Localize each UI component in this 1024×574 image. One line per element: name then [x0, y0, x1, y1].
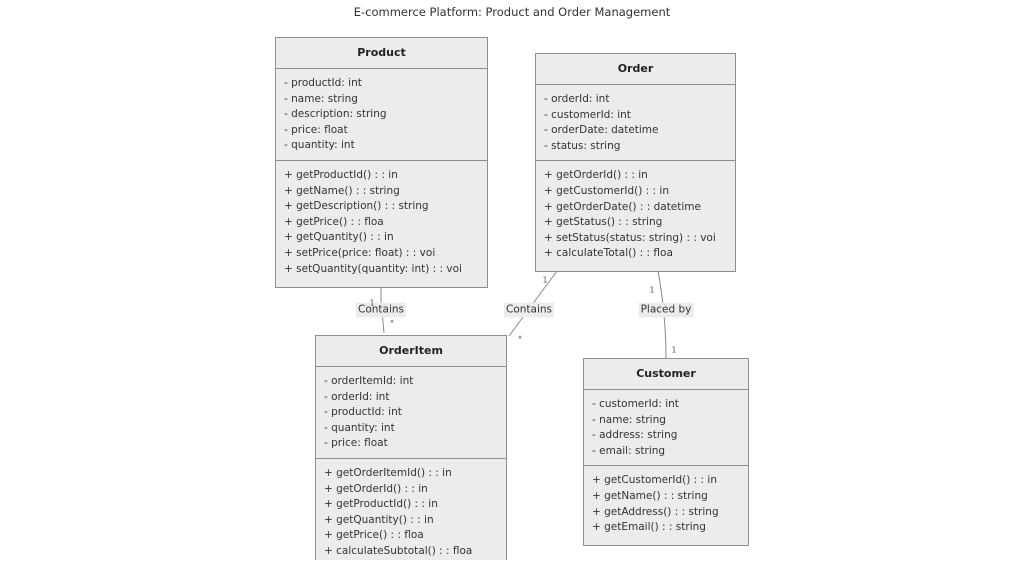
attribute: - name: string — [592, 413, 666, 426]
method: + getPrice() : : floa — [324, 529, 424, 542]
relation-label-order-customer: Placed by — [638, 302, 694, 318]
methods-section: + getOrderId() : : in + getCustomerId() … — [536, 161, 735, 268]
methods-section: + getProductId() : : in + getName() : : … — [276, 161, 487, 283]
class-name: OrderItem — [316, 336, 506, 367]
attribute: - status: string — [544, 139, 621, 152]
attributes-section: - orderItemId: int - orderId: int - prod… — [316, 367, 506, 459]
method: + setQuantity(quantity: int) : : voi — [284, 262, 462, 275]
attribute: - productId: int — [284, 77, 362, 89]
attribute: - price: float — [284, 123, 348, 136]
attributes-section: - orderId: int - customerId: int - order… — [536, 85, 735, 162]
multiplicity-product-end: 1 — [369, 298, 375, 308]
class-order[interactable]: Order - orderId: int - customerId: int -… — [535, 53, 736, 272]
attribute: - customerId: int — [544, 108, 631, 121]
attribute: - quantity: int — [284, 139, 355, 152]
method: + getOrderId() : : in — [544, 169, 648, 182]
method: + getStatus() : : string — [544, 216, 663, 229]
method: + calculateSubtotal() : : floa — [324, 544, 473, 557]
relation-label-product-orderitem: Contains — [355, 302, 407, 318]
method: + getAddress() : : string — [592, 505, 719, 518]
multiplicity-order-end: 1 — [542, 275, 548, 285]
method: + getOrderId() : : in — [324, 482, 428, 495]
methods-section: + getCustomerId() : : in + getName() : :… — [584, 466, 748, 541]
multiplicity-customer-end: 1 — [671, 345, 677, 355]
class-customer[interactable]: Customer - customerId: int - name: strin… — [583, 358, 749, 546]
multiplicity-order-end: 1 — [649, 285, 655, 295]
method: + getPrice() : : floa — [284, 215, 384, 228]
method: + calculateTotal() : : floa — [544, 247, 673, 260]
class-product[interactable]: Product - productId: int - name: string … — [275, 37, 488, 288]
method: + getDescription() : : string — [284, 200, 429, 213]
method: + getQuantity() : : in — [324, 513, 434, 526]
attribute: - orderId: int — [544, 93, 610, 105]
method: + getCustomerId() : : in — [592, 474, 717, 487]
method: + getOrderItemId() : : in — [324, 466, 452, 479]
multiplicity-orderitem-end: * — [390, 318, 394, 328]
class-name: Order — [536, 54, 735, 85]
attribute: - description: string — [284, 108, 387, 121]
method: + getProductId() : : in — [284, 168, 398, 181]
method: + getName() : : string — [284, 184, 400, 197]
diagram-title: E-commerce Platform: Product and Order M… — [353, 5, 671, 19]
attribute: - customerId: int — [592, 398, 679, 410]
edge-product-orderitem — [380, 287, 385, 334]
attribute: - price: float — [324, 437, 388, 450]
attribute: - quantity: int — [324, 421, 395, 434]
attribute: - name: string — [284, 92, 358, 105]
relation-label-order-orderitem: Contains — [503, 302, 555, 318]
method: + getOrderDate() : : datetime — [544, 200, 701, 213]
class-orderitem[interactable]: OrderItem - orderItemId: int - orderId: … — [315, 335, 507, 560]
attribute: - orderId: int — [324, 390, 390, 403]
methods-section: + getOrderItemId() : : in + getOrderId()… — [316, 459, 506, 560]
method: + getQuantity() : : in — [284, 231, 394, 244]
method: + setStatus(status: string) : : voi — [544, 231, 716, 244]
attribute: - productId: int — [324, 406, 402, 419]
method: + setPrice(price: float) : : voi — [284, 246, 436, 259]
attribute: - orderDate: datetime — [544, 124, 659, 137]
method: + getEmail() : : string — [592, 521, 706, 534]
attributes-section: - productId: int - name: string - descri… — [276, 69, 487, 161]
attributes-section: - customerId: int - name: string - addre… — [584, 390, 748, 467]
method: + getProductId() : : in — [324, 498, 438, 511]
method: + getName() : : string — [592, 489, 708, 502]
method: + getCustomerId() : : in — [544, 184, 669, 197]
attribute: - address: string — [592, 429, 678, 442]
multiplicity-orderitem-end: * — [518, 334, 522, 344]
attribute: - orderItemId: int — [324, 375, 414, 387]
class-name: Product — [276, 38, 487, 69]
attribute: - email: string — [592, 444, 666, 457]
class-name: Customer — [584, 359, 748, 390]
